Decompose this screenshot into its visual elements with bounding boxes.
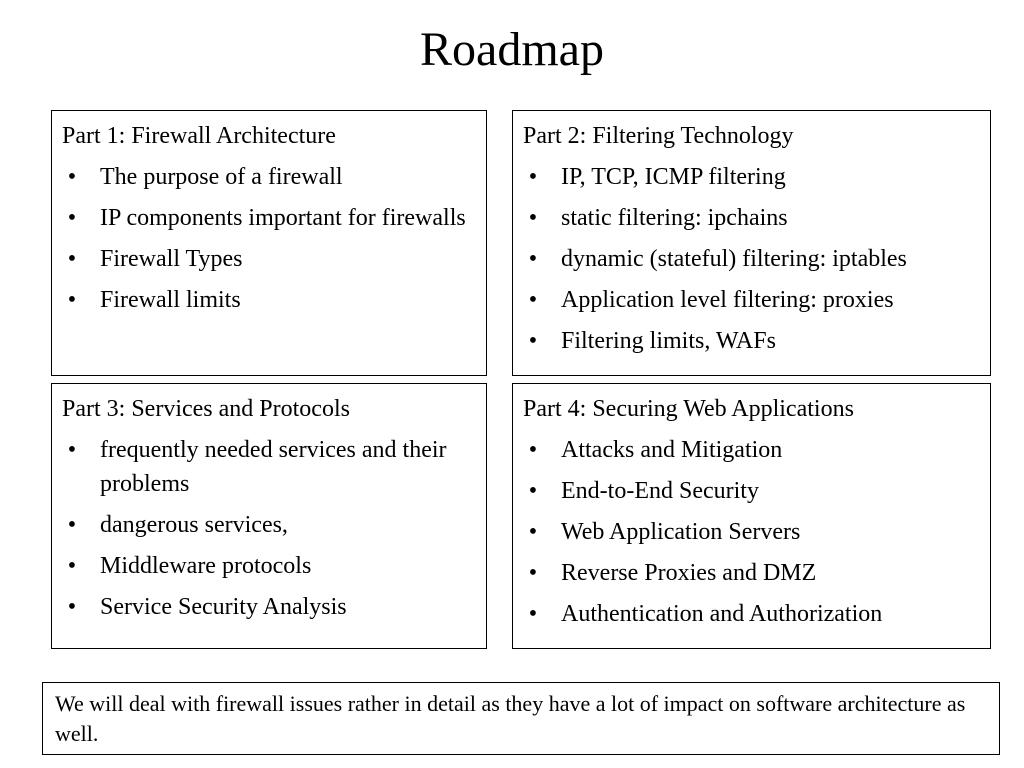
- list-item: • dynamic (stateful) filtering: iptables: [523, 242, 980, 276]
- bullet-list: • IP, TCP, ICMP filtering • static filteri…: [523, 160, 980, 358]
- bullet-icon: •: [528, 205, 538, 231]
- list-item: • dangerous services,: [62, 508, 476, 542]
- list-item-text: End-to-End Security: [561, 478, 759, 504]
- panel-heading: Part 3: Services and Protocols: [62, 396, 350, 422]
- list-item: • Filtering limits, WAFs: [523, 324, 980, 358]
- list-item-text: Web Application Servers: [561, 519, 801, 545]
- footnote-box: We will deal with firewall issues rather…: [42, 682, 1000, 755]
- bullet-icon: •: [528, 437, 538, 463]
- list-item-text: The purpose of a firewall: [100, 164, 343, 190]
- list-item: • Middleware protocols: [62, 549, 476, 583]
- list-item-text: dynamic (stateful) filtering: iptables: [561, 246, 907, 272]
- list-item: • IP, TCP, ICMP filtering: [523, 160, 980, 194]
- bullet-icon: •: [528, 287, 538, 313]
- list-item-text: Reverse Proxies and DMZ: [561, 560, 817, 586]
- bullet-list: • frequently needed services and their pr…: [62, 433, 476, 624]
- bullet-icon: •: [528, 601, 538, 627]
- list-item-text: Application level filtering: proxies: [561, 287, 894, 313]
- list-item-text: Filtering limits, WAFs: [561, 328, 776, 354]
- list-item-text: dangerous services,: [100, 512, 288, 538]
- part-2-panel: Part 2: Filtering Technology • IP, TCP, I…: [512, 110, 991, 376]
- list-item: • Service Security Analysis: [62, 590, 476, 624]
- list-item-text: IP, TCP, ICMP filtering: [561, 164, 786, 190]
- bullet-icon: •: [67, 246, 77, 272]
- list-item: • The purpose of a firewall: [62, 160, 476, 194]
- list-item: • Application level filtering: proxies: [523, 283, 980, 317]
- bullet-icon: •: [528, 328, 538, 354]
- panel-heading: Part 2: Filtering Technology: [523, 123, 794, 149]
- bullet-list: • Attacks and Mitigation • End-to-End Secu…: [523, 433, 980, 631]
- bullet-icon: •: [528, 560, 538, 586]
- bullet-icon: •: [528, 478, 538, 504]
- bullet-icon: •: [67, 553, 77, 579]
- bullet-icon: •: [67, 437, 77, 463]
- panel-heading: Part 4: Securing Web Applications: [523, 396, 854, 422]
- list-item: • End-to-End Security: [523, 474, 980, 508]
- bullet-icon: •: [528, 519, 538, 545]
- list-item: • Firewall limits: [62, 283, 476, 317]
- list-item-text: static filtering: ipchains: [561, 205, 788, 231]
- list-item: • IP components important for firewalls: [62, 201, 476, 235]
- bullet-icon: •: [67, 594, 77, 620]
- list-item: • Firewall Types: [62, 242, 476, 276]
- list-item-text: Attacks and Mitigation: [561, 437, 783, 463]
- bullet-icon: •: [528, 164, 538, 190]
- list-item: • static filtering: ipchains: [523, 201, 980, 235]
- panel-heading: Part 1: Firewall Architecture: [62, 123, 336, 149]
- list-item-text: Firewall Types: [100, 246, 243, 272]
- list-item: • frequently needed services and their pr…: [62, 433, 476, 501]
- list-item: • Reverse Proxies and DMZ: [523, 556, 980, 590]
- slide-title: Roadmap: [420, 23, 604, 76]
- list-item-text: Service Security Analysis: [100, 594, 347, 620]
- bullet-icon: •: [67, 512, 77, 538]
- bullet-icon: •: [67, 287, 77, 313]
- list-item: • Web Application Servers: [523, 515, 980, 549]
- bullet-icon: •: [67, 205, 77, 231]
- list-item-text: Firewall limits: [100, 287, 241, 313]
- part-4-panel: Part 4: Securing Web Applications • Attac…: [512, 383, 991, 649]
- list-item: • Authentication and Authorization: [523, 597, 980, 631]
- bullet-icon: •: [67, 164, 77, 190]
- list-item-text: frequently needed services and their pro…: [100, 437, 447, 497]
- part-3-panel: Part 3: Services and Protocols • frequent…: [51, 383, 487, 649]
- part-1-panel: Part 1: Firewall Architecture • The purpo…: [51, 110, 487, 376]
- list-item-text: Middleware protocols: [100, 553, 312, 579]
- list-item-text: IP components important for firewalls: [100, 205, 466, 231]
- bullet-icon: •: [528, 246, 538, 272]
- bullet-list: • The purpose of a firewall • IP component…: [62, 160, 476, 317]
- list-item-text: Authentication and Authorization: [561, 601, 883, 627]
- list-item: • Attacks and Mitigation: [523, 433, 980, 467]
